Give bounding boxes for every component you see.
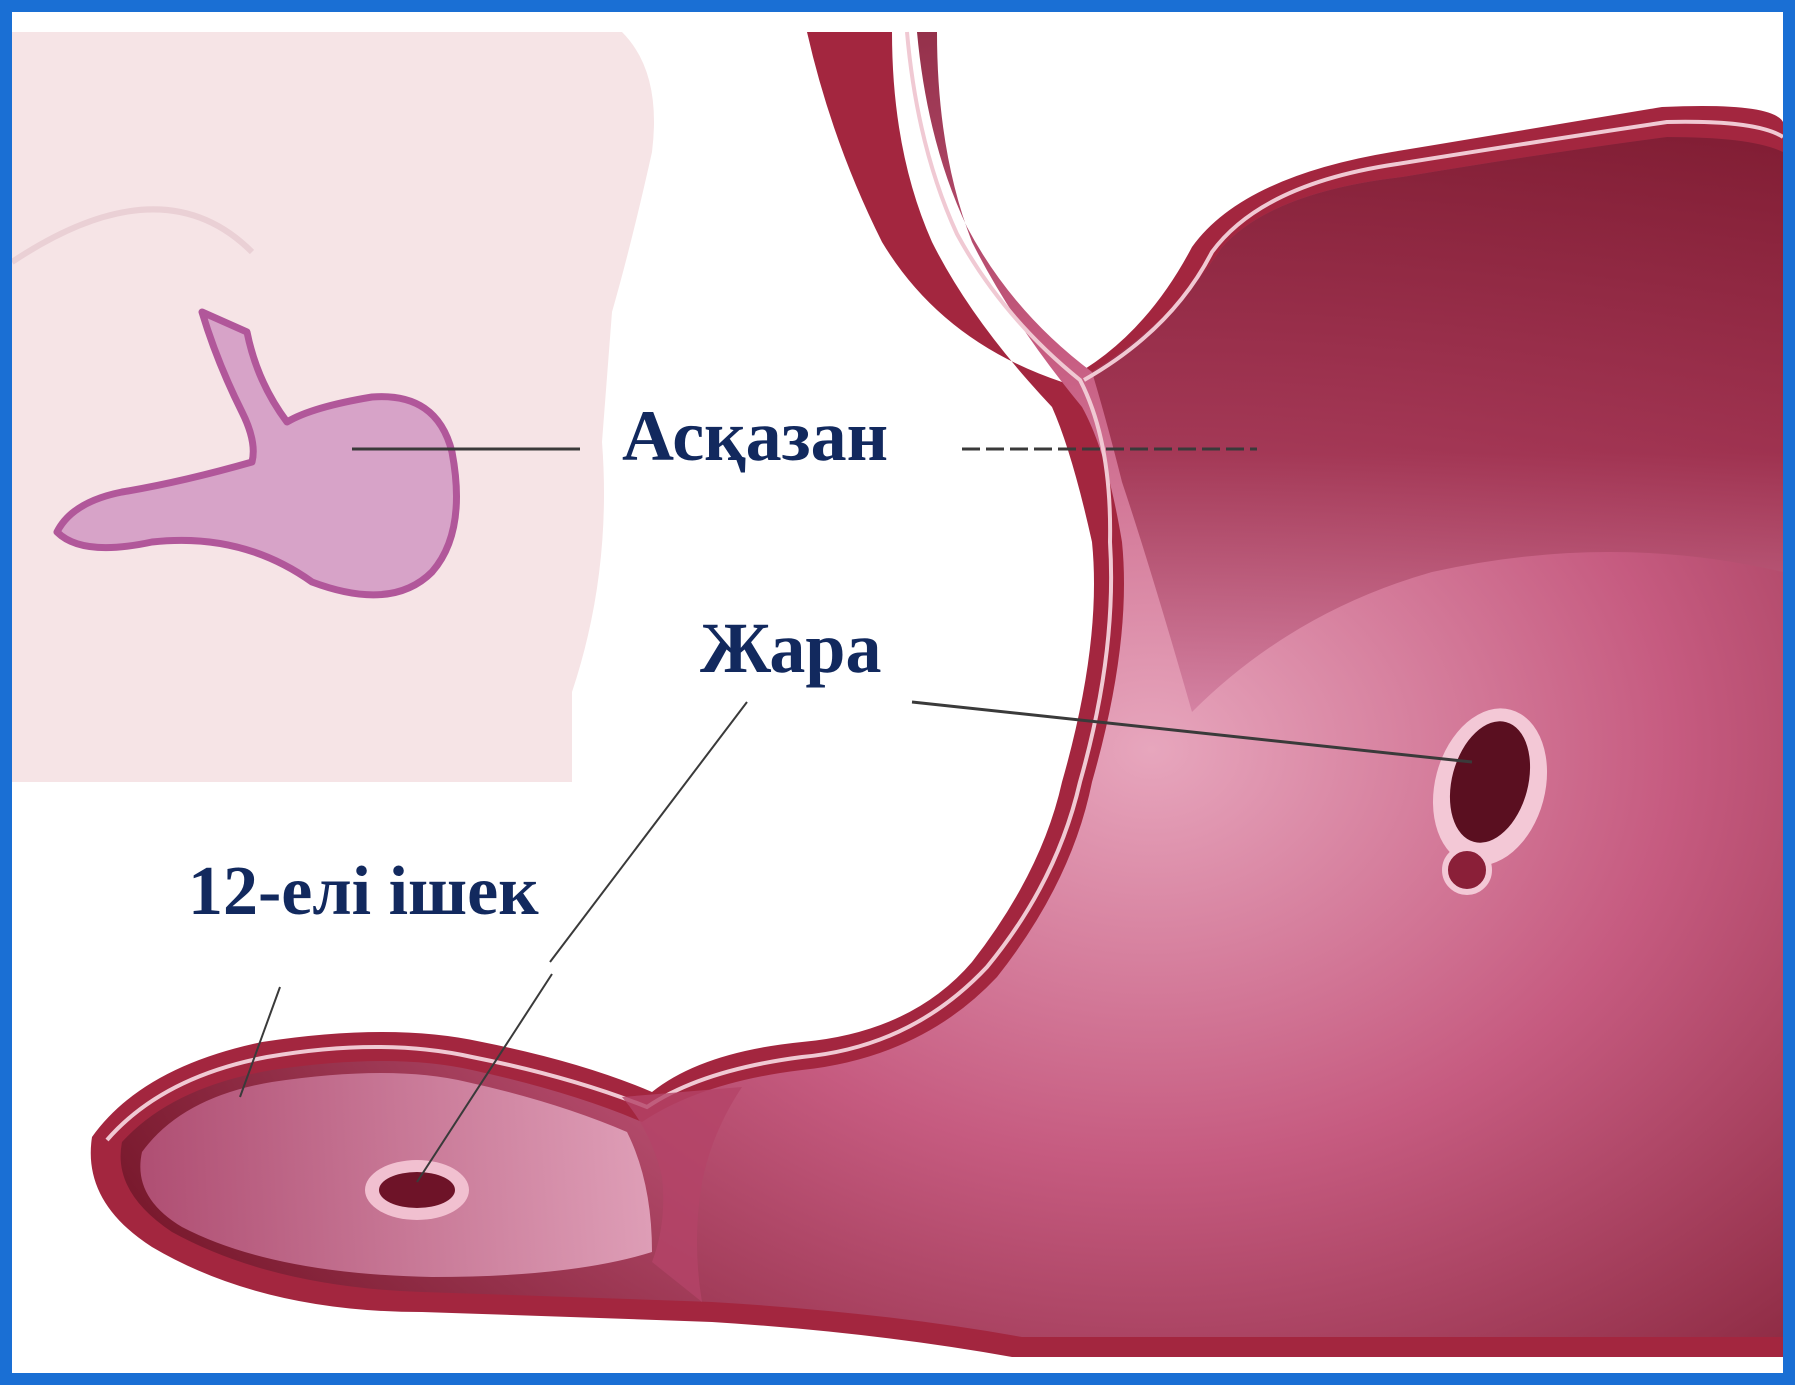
- label-stomach: Асқазан: [622, 400, 888, 472]
- duodenum-leader-upper: [550, 702, 747, 962]
- duodenal-ulcer: [379, 1172, 455, 1208]
- label-duodenum: 12-елі ішек: [188, 857, 539, 927]
- body-inset: [12, 32, 654, 782]
- stomach-illustration: [12, 12, 1783, 1373]
- gastric-ulcer-small: [1445, 848, 1489, 892]
- label-ulcer: Жара: [700, 612, 881, 684]
